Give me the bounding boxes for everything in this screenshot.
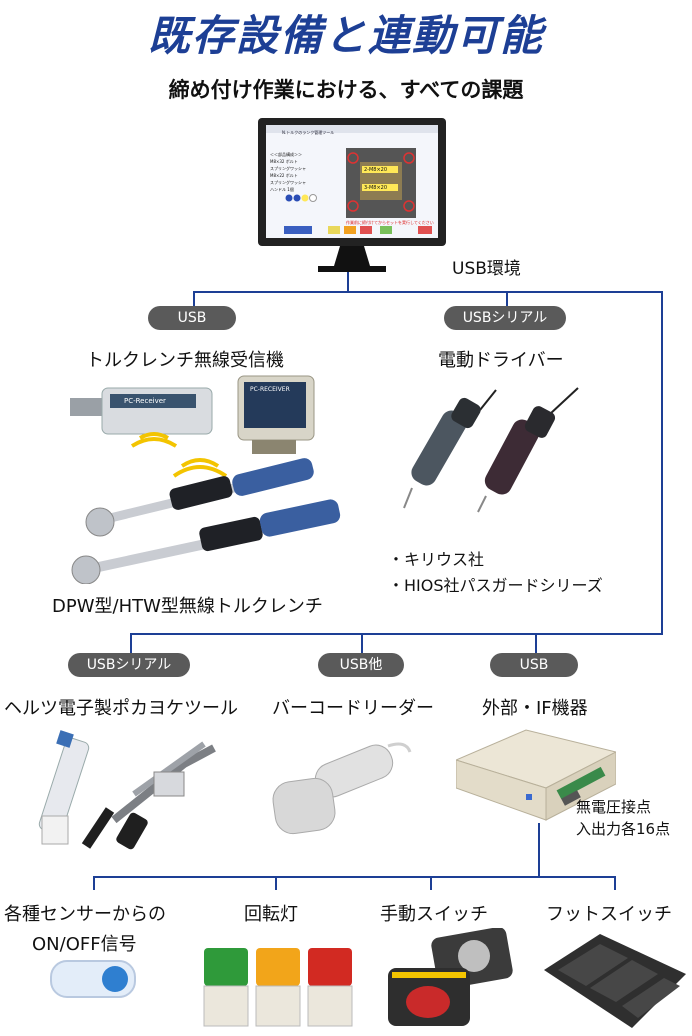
bottom-horizontal-line: [93, 876, 615, 878]
on-off-toggle: [50, 960, 136, 998]
barcode-scanner-icon: [272, 742, 412, 835]
usb-pill: USB: [148, 306, 236, 330]
lamp-label: 回転灯: [244, 904, 298, 925]
foot-pedal-icon: [544, 934, 686, 1028]
sensor-label-1: 各種センサーからの: [4, 904, 166, 925]
sensor-label-2: ON/OFF信号: [32, 934, 137, 955]
electric-driver-image: [398, 384, 588, 514]
manual-switch-label: 手動スイッチ: [380, 904, 488, 925]
usb-environment-label: USB環境: [452, 259, 521, 279]
left-drop-line: [193, 291, 195, 309]
right-drop-line: [506, 291, 508, 309]
receiver-box-label: PC-RECEIVER: [250, 386, 290, 393]
external-io-label: 外部・IF機器: [482, 698, 588, 719]
bottom-drop-4: [614, 876, 616, 890]
hertz-tool-label: ヘルツ電子製ポカヨケツール: [4, 698, 238, 719]
io-down-line: [538, 823, 540, 877]
wrench-caption: DPW型/HTW型無線トルクレンチ: [52, 596, 323, 617]
torque-receiver-label: トルクレンチ無線受信機: [86, 350, 284, 371]
signal-lamp-icon: [203, 948, 353, 1027]
drop-line-2: [361, 633, 363, 653]
screen-title: N.トルクのランク管理ツール: [282, 130, 335, 135]
pokayoke-tool-icon: [38, 730, 216, 850]
hertz-tool-image: [14, 724, 234, 854]
screen-message: 作業前に締付けてからセットを実行してください: [346, 220, 434, 225]
screen-mark-1: 2-M8×20: [364, 167, 388, 173]
usb-pill-bottom: USB: [490, 653, 578, 677]
rotating-lamps: [200, 940, 360, 1030]
toggle-knob: [102, 966, 128, 992]
monitor: N.トルクのランク管理ツール ＜＜部品構成＞＞ M8×32 ボルト スプリングワ…: [258, 118, 446, 272]
usb-serial-pill-top: USBシリアル: [444, 306, 566, 330]
electric-driver-label: 電動ドライバー: [438, 350, 564, 371]
monitor-icon: [258, 118, 446, 272]
screen-list-4: M8×22 ボルト: [270, 173, 298, 178]
screwdriver-icon: [403, 387, 579, 513]
usb-serial-pill-bottom: USBシリアル: [68, 653, 190, 677]
usb-other-pill: USB他: [318, 653, 404, 677]
screen-list-3: スプリングワッシャ: [270, 166, 306, 171]
receiver-illustration: [70, 375, 341, 585]
barcode-reader-image: [268, 734, 418, 844]
receiver-images: PC-Receiver PC-RECEIVER: [62, 374, 342, 585]
screen-list-5: スプリングワッシャ: [270, 180, 306, 185]
barcode-reader-label: バーコードリーダー: [272, 698, 434, 719]
manual-switch-image: [382, 927, 522, 1032]
screen-list-6: ハンドル 1個: [270, 187, 294, 192]
foot-switch-label: フットスイッチ: [546, 904, 672, 925]
drop-line-1: [130, 633, 132, 653]
right-vertical-line: [661, 291, 663, 635]
top-horizontal-line: [193, 291, 663, 293]
trunk-line: [347, 270, 349, 292]
page-title: 既存設備と連動可能: [147, 11, 544, 60]
bottom-drop-2: [275, 876, 277, 890]
bottom-drop-1: [93, 876, 95, 890]
io-note-1: 無電圧接点: [576, 798, 652, 816]
receiver-stick-label: PC-Receiver: [124, 397, 166, 405]
io-note-2: 入出力各16点: [576, 820, 671, 838]
screen-list-2: M8×32 ボルト: [270, 159, 298, 164]
foot-switch-image: [540, 930, 688, 1030]
driver-maker-1: ・キリウス社: [388, 550, 485, 569]
middle-horizontal-line: [130, 633, 663, 635]
drop-line-3: [535, 633, 537, 653]
page-subtitle: 締め付け作業における、すべての課題: [168, 78, 524, 102]
push-button-icon: [388, 927, 513, 1026]
driver-maker-2: ・HIOS社パスガードシリーズ: [388, 576, 603, 595]
screen-mark-2: 3-M8×20: [364, 185, 388, 191]
screen-list-1: ＜＜部品構成＞＞: [270, 152, 302, 157]
bottom-drop-3: [430, 876, 432, 890]
